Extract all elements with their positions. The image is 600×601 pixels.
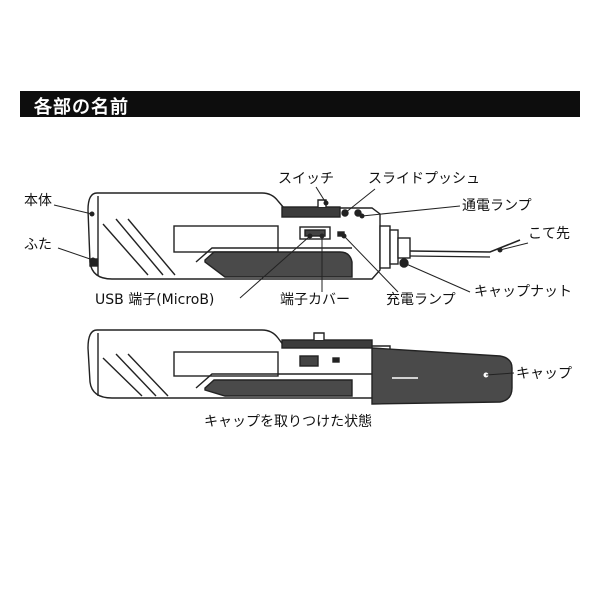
label-port-cover: 端子カバー bbox=[280, 292, 350, 308]
section-title-bar: 各部の名前 bbox=[20, 91, 580, 118]
caption: キャップを取りつけた状態 bbox=[204, 414, 373, 430]
label-lid: ふた bbox=[24, 237, 52, 253]
section-title: 各部の名前 bbox=[34, 97, 129, 118]
label-power-lamp: 通電ランプ bbox=[462, 198, 532, 214]
label-slide-push: スライドプッシュ bbox=[368, 171, 480, 187]
label-tip: こて先 bbox=[528, 226, 570, 242]
label-charge-lamp: 充電ランプ bbox=[386, 292, 456, 308]
label-cap: キャップ bbox=[516, 366, 572, 382]
label-body: 本体 bbox=[24, 193, 52, 209]
label-switch: スイッチ bbox=[278, 171, 334, 187]
label-usb-port: USB 端子(MicroB) bbox=[95, 292, 215, 308]
leader-lines-bottom bbox=[483, 372, 515, 378]
leader-lines-top bbox=[53, 186, 529, 299]
device-top bbox=[87, 192, 521, 280]
device-bottom bbox=[87, 329, 513, 405]
label-cap-nut: キャップナット bbox=[474, 284, 572, 300]
